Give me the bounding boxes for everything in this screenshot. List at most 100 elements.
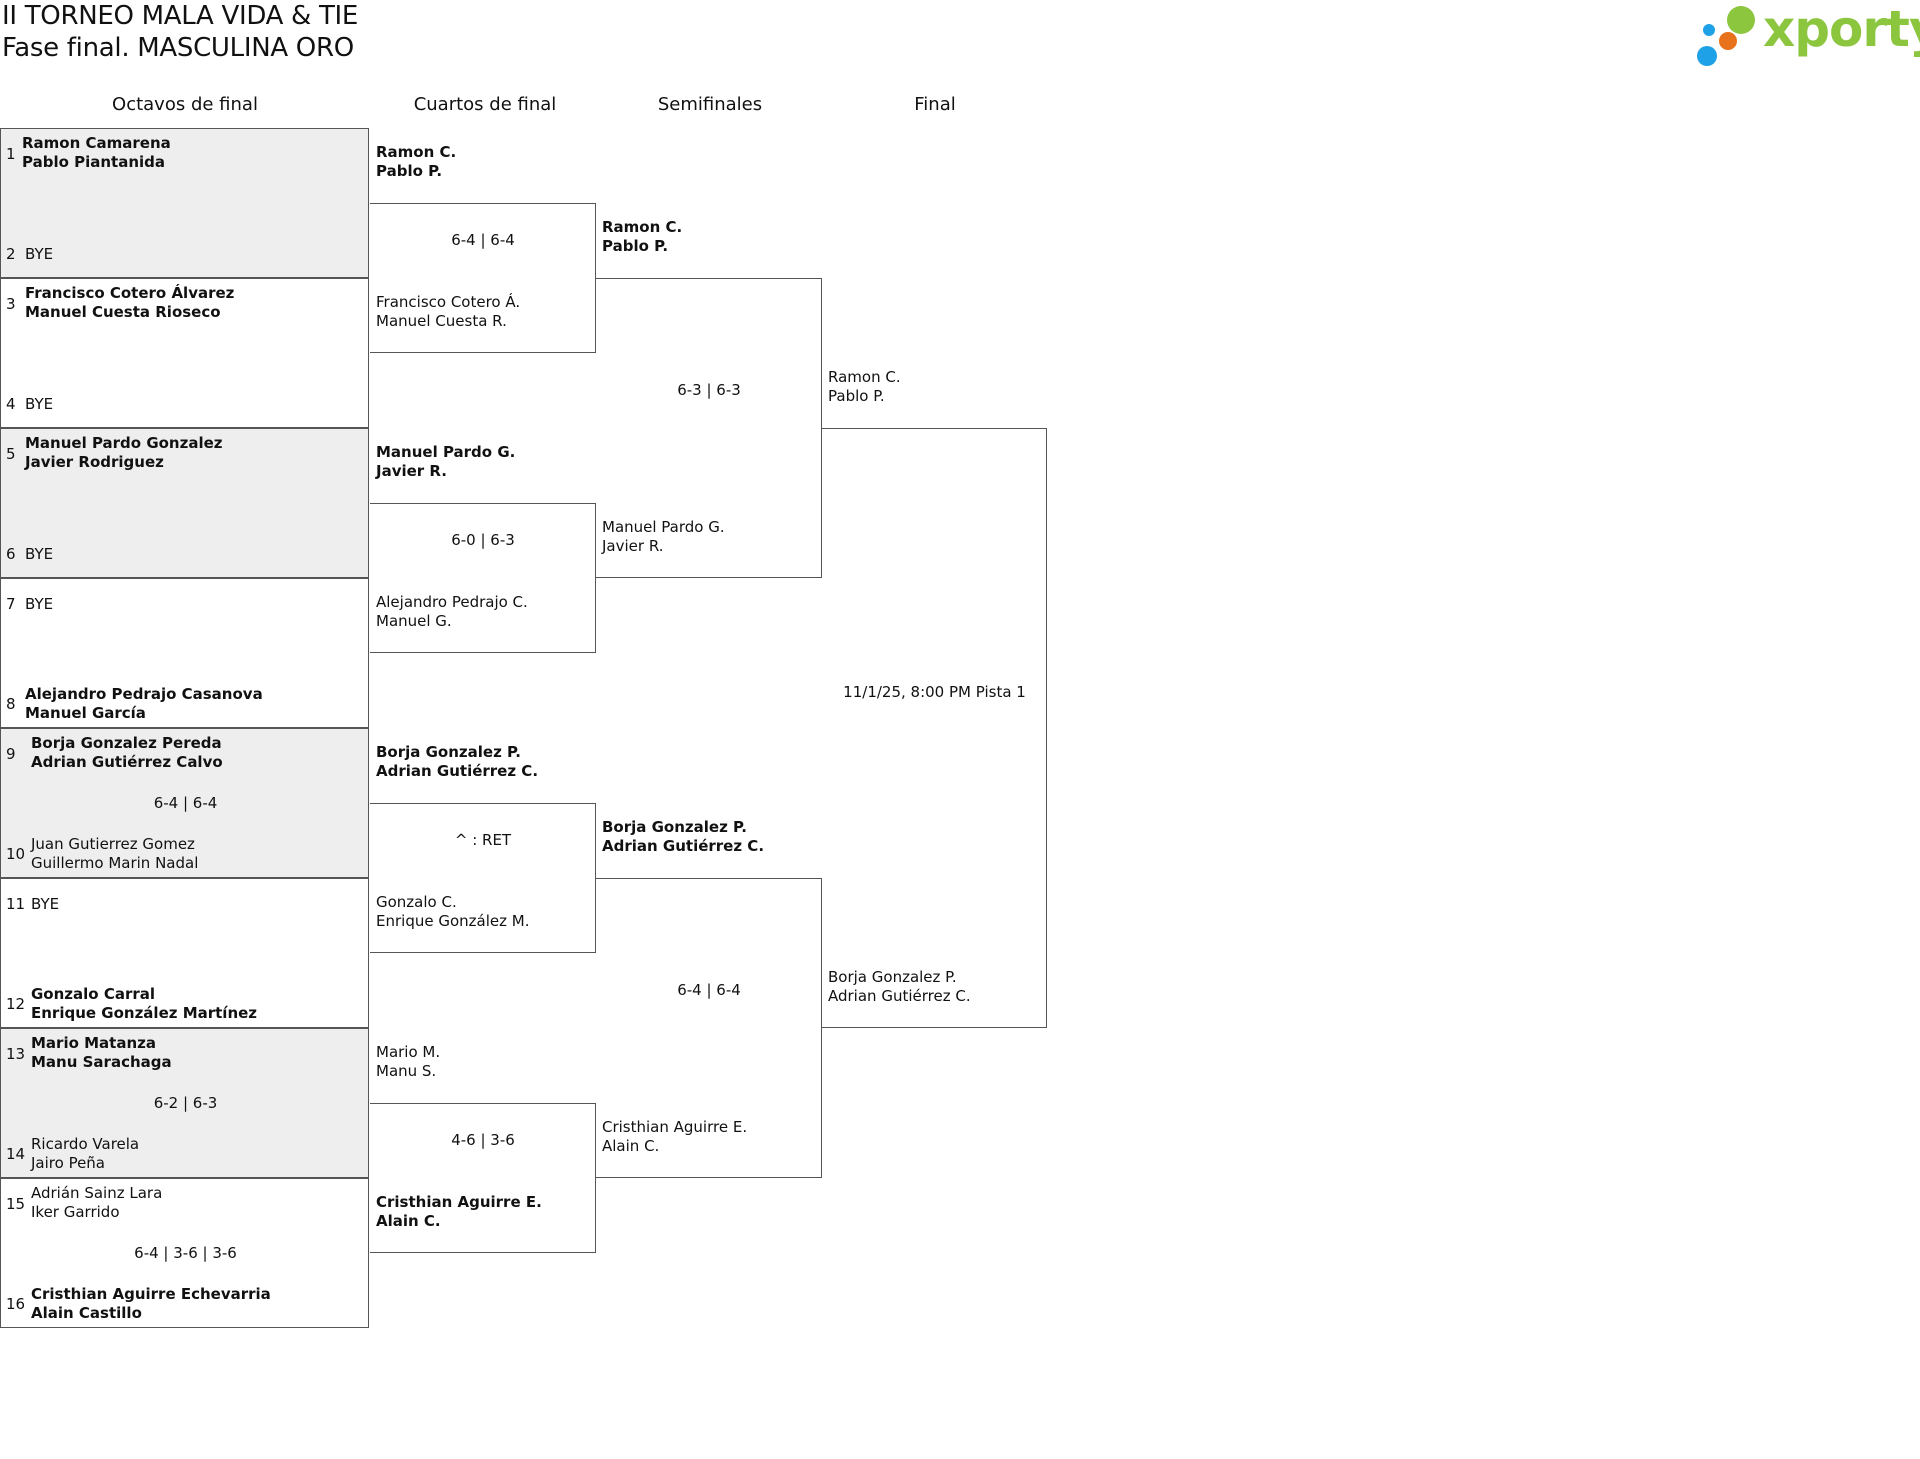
logo-dot-blue-small <box>1703 24 1715 36</box>
player-name: Ramon C. <box>602 218 683 236</box>
cuartos-match <box>370 1103 596 1253</box>
seed-number: 4 <box>6 395 16 413</box>
player-name: Pablo P. <box>602 237 669 255</box>
player-name: Cristhian Aguirre Echevarria <box>31 1285 271 1303</box>
seed-number: 16 <box>6 1295 26 1313</box>
match-score: ^ : RET <box>454 831 512 849</box>
team-a: Ramon C.Pablo P. <box>376 143 456 181</box>
player-name: Mario M. <box>376 1043 441 1061</box>
team-b: Francisco Cotero Á.Manuel Cuesta R. <box>376 293 520 331</box>
round-header-semis: Semifinales <box>657 94 763 115</box>
team-a: Manuel Pardo G.Javier R. <box>376 443 515 481</box>
seed-number: 7 <box>6 595 16 613</box>
player-name: Manu Saracha​ga <box>31 1053 172 1071</box>
player-name: Adrian Gutiérrez Calvo <box>31 753 223 771</box>
player-name: Alain C. <box>376 1212 441 1230</box>
player-name: Manu S. <box>376 1062 437 1080</box>
team-b: BYE <box>25 245 53 264</box>
player-name: Manuel Pardo G. <box>376 443 516 461</box>
seed-number: 6 <box>6 545 16 563</box>
round-header-final: Final <box>914 94 956 115</box>
player-name: Guillermo Marin Nadal <box>31 854 199 872</box>
page-subtitle: Fase final. MASCULINA ORO <box>2 33 354 63</box>
player-name: Juan Gutierrez Gomez <box>31 835 195 853</box>
logo-dot-orange <box>1719 32 1737 50</box>
seed-number: 11 <box>6 895 26 913</box>
player-name: Manuel Cuesta Rioseco <box>25 303 221 321</box>
logo-text: xporty <box>1763 0 1920 58</box>
player-name: Mario Matanza <box>31 1034 156 1052</box>
team-a: Ramon C.Pablo P. <box>828 368 901 406</box>
seed-number: 12 <box>6 995 26 1013</box>
team-b: BYE <box>25 395 53 414</box>
player-name: Enrique González Martínez <box>31 1004 258 1022</box>
team-a: Mario M.Manu S. <box>376 1043 440 1081</box>
final-match <box>822 428 1047 1028</box>
player-name: Adrián Sainz Lara <box>31 1184 163 1202</box>
player-name: BYE <box>25 395 54 413</box>
team-b: Cristhian Aguirre E.Alain C. <box>376 1193 542 1231</box>
player-name: Cristhian Aguirre E. <box>602 1118 748 1136</box>
logo-dot-blue-large <box>1697 46 1717 66</box>
team-a: Borja Gonzalez P.Adrian Gutiérrez C. <box>602 818 764 856</box>
team-a: BYE <box>25 595 53 614</box>
seed-number: 2 <box>6 245 16 263</box>
team-a: Borja Gonzalez P.Adrian Gutiérrez C. <box>376 743 538 781</box>
player-name: Manuel Pardo Gonzalez <box>25 434 223 452</box>
player-name: Enrique González M. <box>376 912 530 930</box>
player-name: Alejandro Pedrajo Casanova <box>25 685 263 703</box>
team-b: Manuel Pardo G.Javier R. <box>602 518 725 556</box>
player-name: Alain C. <box>602 1137 660 1155</box>
final-schedule: 11/1/25, 8:00 PM Pista 1 <box>843 683 1026 701</box>
seed-number: 3 <box>6 295 16 313</box>
player-name: Manuel G. <box>376 612 452 630</box>
player-name: Ramon C. <box>828 368 901 386</box>
player-name: Alain Castillo <box>31 1304 142 1322</box>
player-name: Ramon Camarena <box>22 134 171 152</box>
xporty-logo[interactable]: xporty <box>1695 0 1920 70</box>
player-name: Iker Garrido <box>31 1203 120 1221</box>
seed-number: 9 <box>6 745 16 763</box>
player-name: Javier Rodriguez <box>25 453 164 471</box>
team-b: Gonzalo C.Enrique González M. <box>376 893 529 931</box>
player-name: Pablo P. <box>828 387 885 405</box>
match-score: 6-4 | 6-4 <box>451 231 515 249</box>
player-name: BYE <box>25 595 54 613</box>
seed-number: 14 <box>6 1145 26 1163</box>
cuartos-match <box>370 503 596 653</box>
player-name: Borja Gonzalez Pereda <box>31 734 222 752</box>
player-name: Gonzalo Carral <box>31 985 156 1003</box>
semis-match <box>596 278 822 578</box>
team-b: Borja Gonzalez P.Adrian Gutiérrez C. <box>828 968 971 1006</box>
match-score: 6-4 | 6-4 <box>153 794 218 812</box>
logo-dot-green <box>1727 6 1755 34</box>
team-b: Alejandro Pedrajo C.Manuel G. <box>376 593 528 631</box>
player-name: Jairo Peña <box>31 1154 106 1172</box>
player-name: Adrian Gutiérrez C. <box>602 837 765 855</box>
player-name: Javier R. <box>376 462 447 480</box>
cuartos-match <box>370 803 596 953</box>
player-name: Francisco Cotero Álvarez <box>25 284 235 302</box>
team-b: BYE <box>25 545 53 564</box>
team-a: BYE <box>31 895 59 914</box>
player-name: Francisco Cotero Á. <box>376 293 521 311</box>
player-name: Manuel Pardo G. <box>602 518 725 536</box>
seed-number: 13 <box>6 1045 26 1063</box>
team-b: Cristhian Aguirre E.Alain C. <box>602 1118 747 1156</box>
